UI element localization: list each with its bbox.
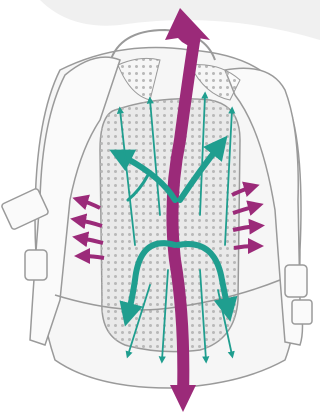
backpack-illustration [0,0,320,416]
backpack-airflow-figure [0,0,320,416]
